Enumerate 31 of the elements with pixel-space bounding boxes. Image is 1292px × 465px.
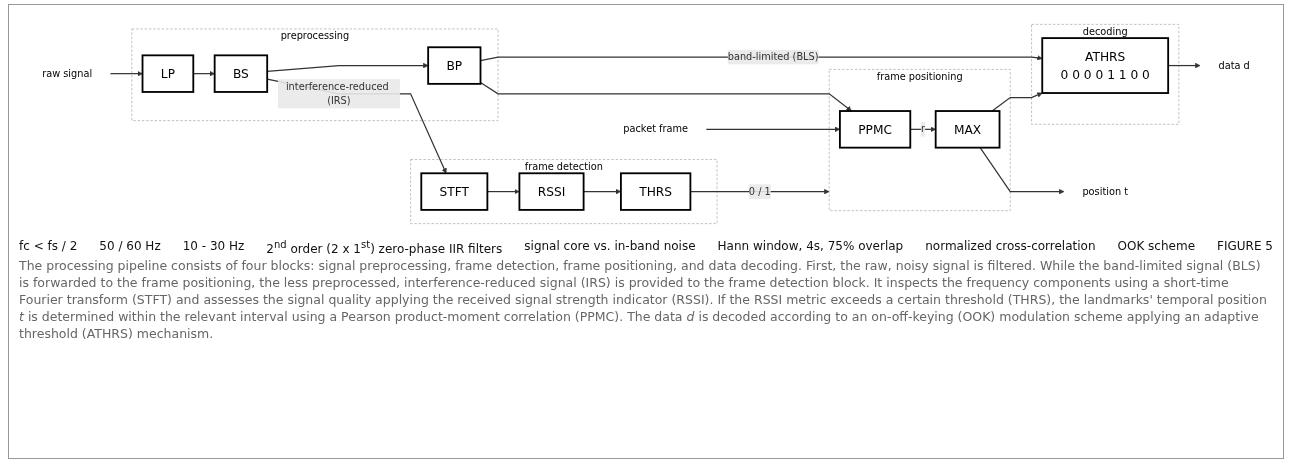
node-box: STFT bbox=[420, 172, 489, 211]
node-box: ATHRS 0 0 0 0 1 1 0 0 bbox=[1041, 37, 1170, 94]
edge-label: r bbox=[920, 123, 925, 135]
node-text: data d bbox=[1218, 59, 1250, 72]
node-box: BP bbox=[427, 46, 482, 85]
arrow bbox=[479, 81, 852, 112]
annotation-text: normalized cross-correlation bbox=[925, 239, 1096, 255]
annotation-text: 2$^{nd}$ order (2 x 1$^{st}$) zero-phase IIR filters bbox=[266, 239, 503, 256]
edge-label: band-limited (BLS) bbox=[727, 51, 819, 63]
node-box: RSSI bbox=[518, 172, 585, 211]
node-box: MAX bbox=[934, 110, 1001, 149]
edge-label: 0 / 1 bbox=[748, 185, 771, 198]
arrow bbox=[979, 147, 1065, 195]
arrow bbox=[991, 92, 1043, 112]
node-box: PPMC bbox=[839, 110, 912, 149]
annotation-text: 50 / 60 Hz bbox=[99, 239, 161, 255]
annotation-text: OOK scheme bbox=[1117, 239, 1196, 255]
caption-text: The processing pipeline consists of four blocks: signal preprocessing, frame detection, frame positioning, and data decoding. First, the raw, noisy signal is filtered. While the band-limited signal (BLS) is forwarded to the frame positioning, the less preprocessed, interference-reduced signal (IRS) is provided to the frame detection block. It inspects the frequency components using a short-time Fourier transform (STFT) and assesses the signal quality applying the received signal strength indicator (RSSI). If the RSSI metric exceeds a certain threshold (THRS), the landmarks' temporal position t is determined within the relevant interval using a Pearson product-moment correlation (PPMC). The data d is decoded according to an on-off-keying (OOK) modulation scheme applying an adaptive threshold (ATHRS) mechanism. bbox=[19, 258, 1268, 343]
arrow bbox=[109, 70, 143, 77]
node-text: position t bbox=[1082, 185, 1129, 198]
node-box: LP bbox=[141, 54, 195, 93]
annotation-text: fc < fs / 2 bbox=[19, 239, 78, 255]
node-box: THRS bbox=[620, 172, 692, 211]
annotation-text: 10 - 30 Hz bbox=[182, 239, 245, 255]
node-text: packet frame bbox=[623, 123, 689, 135]
edge-label: interference-reduced (IRS) bbox=[285, 80, 389, 107]
node-text: raw signal bbox=[42, 67, 93, 80]
annotation-text: signal core vs. in-band noise bbox=[524, 239, 696, 255]
annotation-text: Hann window, 4s, 75% overlap bbox=[717, 239, 904, 255]
node-box: BS bbox=[213, 54, 269, 93]
annotation-text: FIGURE 5 bbox=[1217, 239, 1273, 255]
